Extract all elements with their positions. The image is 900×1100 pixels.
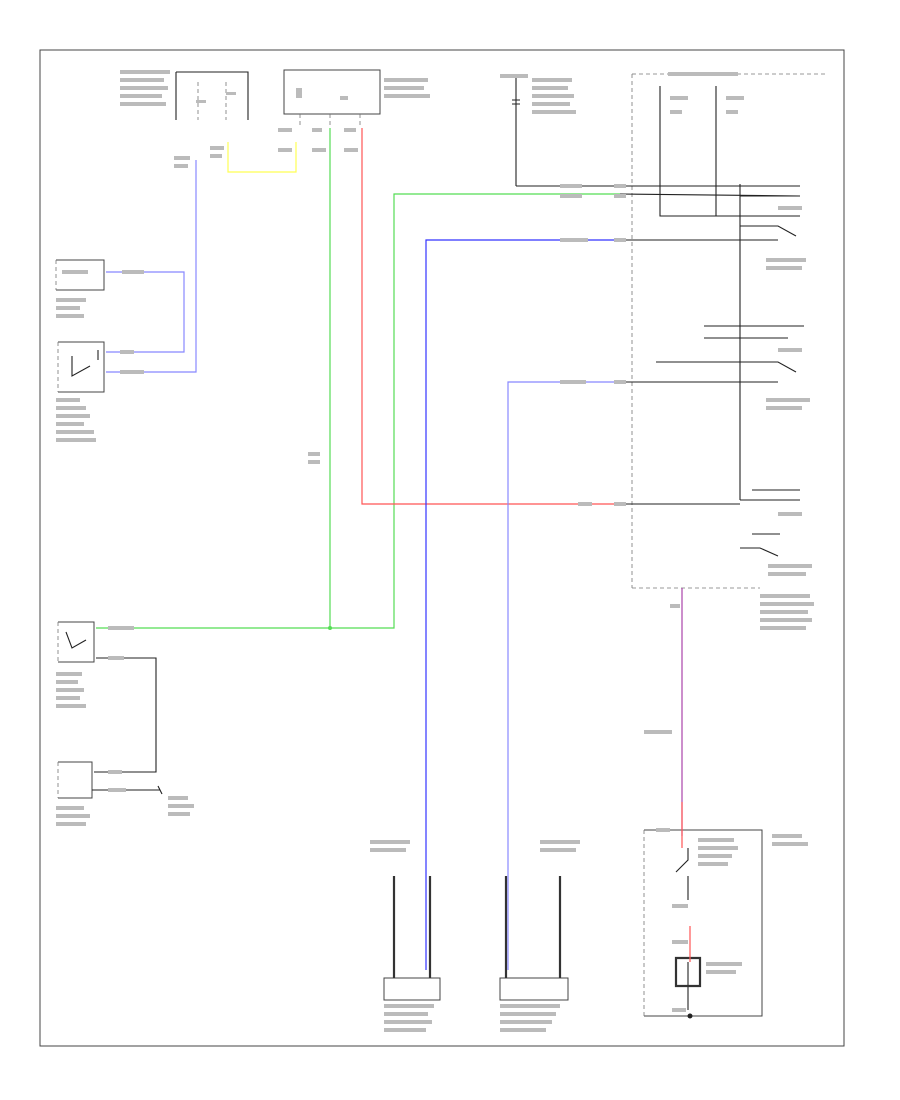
- red-wire-compressor: [681, 802, 691, 962]
- blue-wire-radiator: [425, 239, 620, 970]
- left-radiator-switch: [56, 621, 95, 708]
- red-wire: [361, 128, 620, 505]
- left-ground-component: [56, 761, 194, 826]
- blue-wire-left: [106, 160, 197, 373]
- ac-compressor-box: [643, 829, 808, 1019]
- yellow-wire: [227, 142, 297, 173]
- black-wire-relay-feed: [516, 185, 801, 505]
- top-right-fuse-group: [500, 74, 576, 186]
- diagram-frame: [39, 49, 845, 1047]
- left-pressure-switch: [56, 341, 105, 442]
- blue-wire-condenser: [507, 381, 620, 970]
- condenser-fan-motor: [499, 840, 580, 1032]
- green-wire-junction: [328, 626, 332, 630]
- wire-code-tags: [108, 128, 688, 1012]
- green-wire: [96, 128, 620, 629]
- relay-box: [631, 72, 828, 630]
- top-left-connector-group: [120, 70, 249, 120]
- top-center-connector-box: [283, 69, 430, 128]
- radiator-fan-motor: [370, 840, 441, 1032]
- left-resistor-component: [55, 259, 105, 318]
- black-wire-left-upper: [94, 657, 157, 773]
